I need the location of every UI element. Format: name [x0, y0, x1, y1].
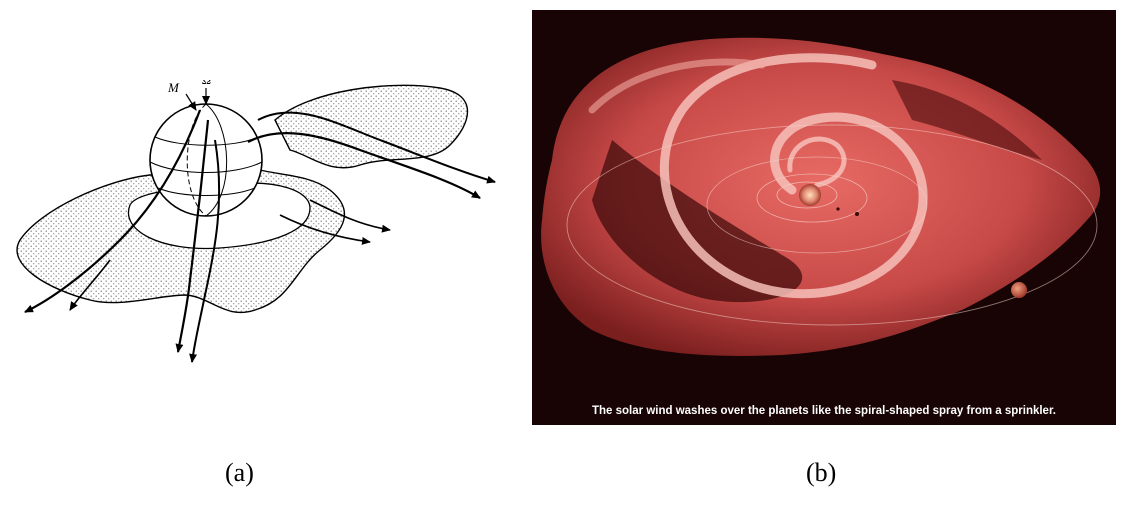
symbol-omega: Ω [202, 80, 211, 87]
panel-label-b: (b) [806, 458, 836, 488]
panel-label-a: (a) [225, 458, 254, 488]
planet [836, 207, 839, 210]
current-sheet-diagram: M Ω [10, 80, 510, 370]
planet [855, 212, 859, 216]
planet-outer [1011, 282, 1027, 298]
current-sheet-back-lobe [275, 85, 468, 167]
sun-sphere [150, 104, 262, 216]
solar-wind-illustration: The solar wind washes over the planets l… [532, 10, 1116, 425]
illustration-caption: The solar wind washes over the planets l… [532, 405, 1116, 417]
sun [799, 184, 821, 206]
symbol-m: M [167, 80, 180, 95]
